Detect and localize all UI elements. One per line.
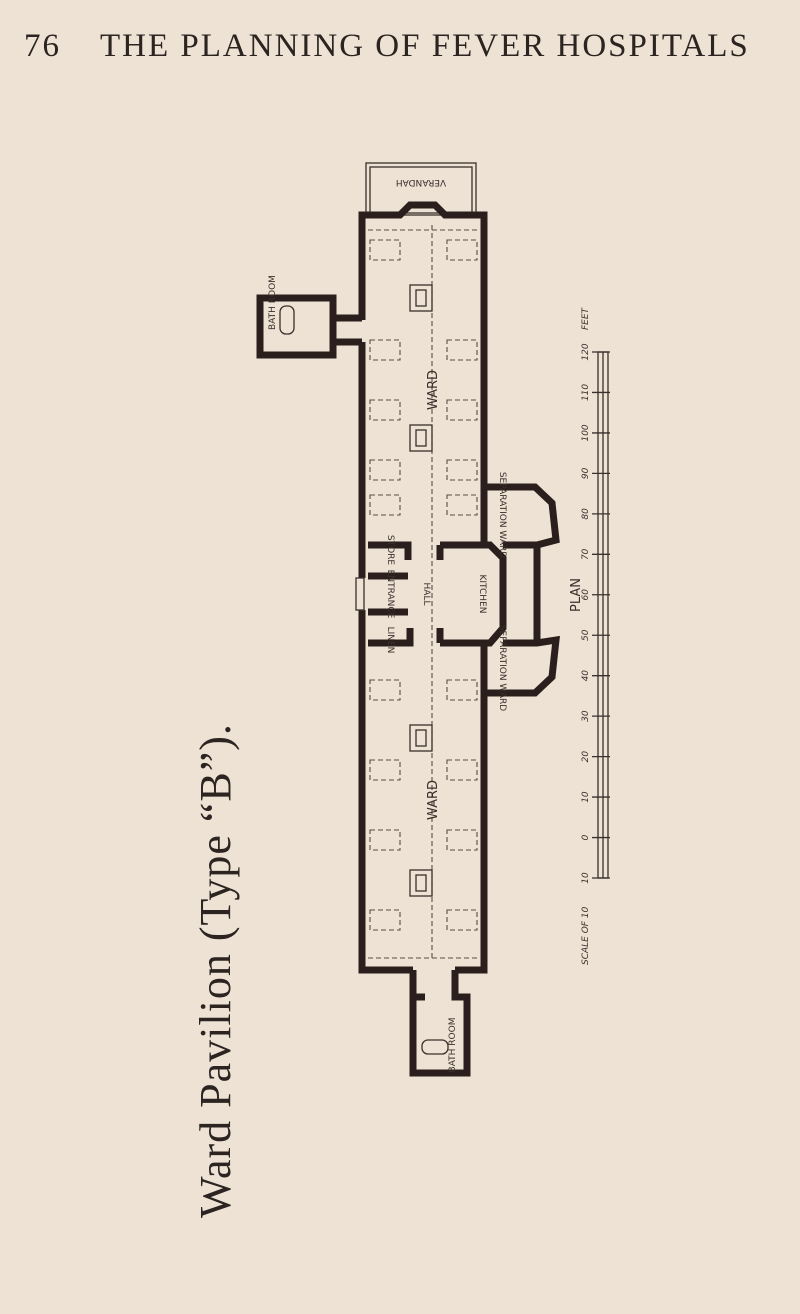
bath-room-2-label: BATH ROOM [448, 1018, 458, 1073]
scale-tick-label: 10 [581, 791, 591, 803]
scale-tick-label: 110 [581, 384, 591, 401]
running-header: THE PLANNING OF FEVER HOSPITALS [100, 28, 750, 64]
verandah: VERANDAH [365, 162, 477, 216]
verandah-label: VERANDAH [396, 177, 446, 187]
scale-tick-label: 90 [581, 467, 591, 479]
kitchen-label: KITCHEN [477, 575, 487, 614]
scale-tick-label: 50 [581, 629, 591, 641]
page-number: 76 [24, 28, 61, 64]
scale-tick-label: 60 [581, 589, 591, 601]
scale-tick-label: 10 [581, 872, 591, 884]
scale-tick-label: 30 [581, 710, 591, 722]
entrance-label: ENTRANCE [385, 570, 395, 619]
separation-ward-2-label: SEPARATION WARD [497, 625, 507, 711]
stoves [409, 284, 433, 897]
separation-ward-1-label: SEPARATION WARD [497, 472, 507, 558]
plan-title: PLAN [569, 578, 584, 612]
scale-tick-label: 100 [581, 424, 591, 441]
store-label: STORE [385, 535, 395, 566]
scale-bar: SCALE OF 10 FEET 10010203040506070809010… [581, 306, 610, 965]
scale-tick-label: 40 [581, 670, 591, 682]
scale-tick-label: 20 [581, 751, 591, 763]
bath-annex-lower: BATH ROOM [409, 970, 471, 1077]
scale-tick-label: 0 [581, 834, 591, 840]
hall-label: HALL [421, 583, 431, 606]
linen-label: LINEN [385, 627, 395, 654]
scale-tick-label: 80 [581, 508, 591, 520]
ward-lower-label: WARD [426, 780, 441, 820]
bed-outlines [369, 239, 478, 931]
scale-tick-label: 120 [581, 343, 591, 360]
bath-room-1-label: BATH ROOM [268, 275, 278, 330]
central-block: STORE ENTRANCE LINEN HALL KITCHEN SEPARA… [355, 472, 560, 711]
scale-unit: FEET [581, 306, 591, 330]
scale-label: SCALE OF 10 [581, 906, 591, 965]
bath-annex-upper: BATH ROOM [256, 275, 362, 359]
main-ward: WARD WARD [358, 201, 488, 974]
ward-upper-label: WARD [426, 370, 441, 410]
scale-tick-label: 70 [581, 548, 591, 560]
